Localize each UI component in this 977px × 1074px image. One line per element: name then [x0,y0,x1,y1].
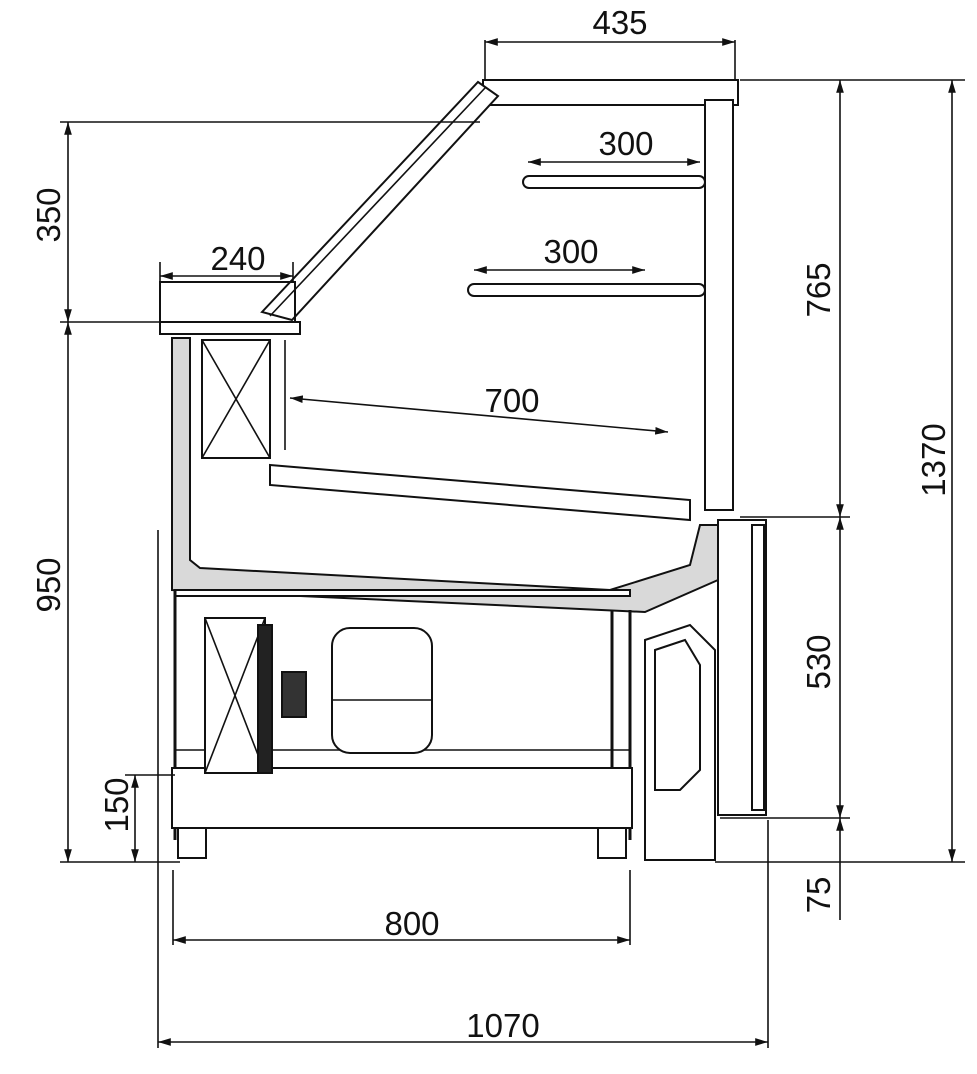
dim-glass-height: 350 [30,187,67,242]
dim-foot-height: 75 [800,877,837,914]
dim-display-depth: 700 [484,382,539,419]
display-floor [269,463,691,522]
dim-lower-shelf: 300 [543,233,598,270]
display-tub [171,337,719,614]
rear-door-window [654,638,701,791]
front-glass [260,80,500,322]
dim-counter-height: 950 [30,557,67,612]
compressor [331,627,433,754]
upper-display-shelf [522,175,706,189]
front-shelf [159,321,301,335]
dim-total-height: 1370 [915,423,952,496]
dim-top-width: 435 [592,4,647,41]
dim-total-width: 1070 [466,1007,539,1044]
front-foot [177,827,207,859]
dim-front-shelf: 240 [210,240,265,277]
rear-door [644,623,716,861]
dim-upper-shelf: 300 [598,125,653,162]
dimension-labels: 435 300 300 240 700 800 1070 350 950 150… [30,4,952,1044]
canopy-top [482,79,739,106]
condenser-fan [257,624,273,774]
cabinet-body [159,79,767,861]
dim-rear-height: 530 [800,634,837,689]
fan-motor [281,671,307,718]
rear-panel-edge [751,524,765,811]
lower-display-shelf [467,283,706,297]
dim-base-height: 150 [98,777,135,832]
dimension-lines [60,38,965,1048]
base-top-rail [174,589,631,597]
front-shelf-bracket [159,281,296,323]
dim-base-width: 800 [384,905,439,942]
base-plinth [171,767,633,829]
rear-foot [597,827,627,859]
rear-column [704,99,734,511]
dim-canopy-height: 765 [800,262,837,317]
